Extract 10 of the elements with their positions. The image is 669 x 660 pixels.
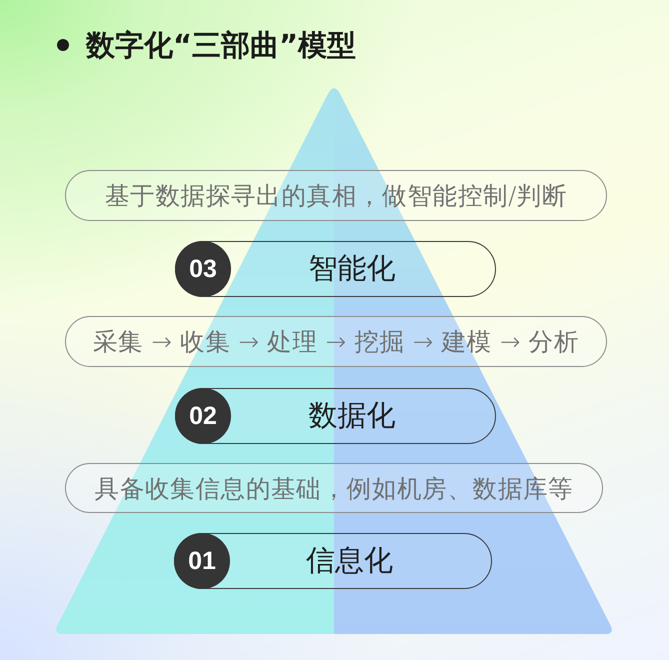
stage-label: 数据化 <box>308 397 396 434</box>
description-box: 基于数据探寻出的真相，做智能控制/判断 <box>65 170 607 221</box>
stage-box <box>174 533 492 589</box>
stage-box <box>175 241 496 297</box>
stage-label: 信息化 <box>306 542 393 579</box>
stage-label: 智能化 <box>308 250 396 287</box>
description-box: 具备收集信息的基础，例如机房、数据库等 <box>65 463 603 513</box>
description-box: 采集 → 收集 → 处理 → 挖掘 → 建模 → 分析 <box>65 316 607 367</box>
title: 数字化“三部曲”模型 <box>86 27 356 64</box>
stage-box <box>175 388 496 444</box>
